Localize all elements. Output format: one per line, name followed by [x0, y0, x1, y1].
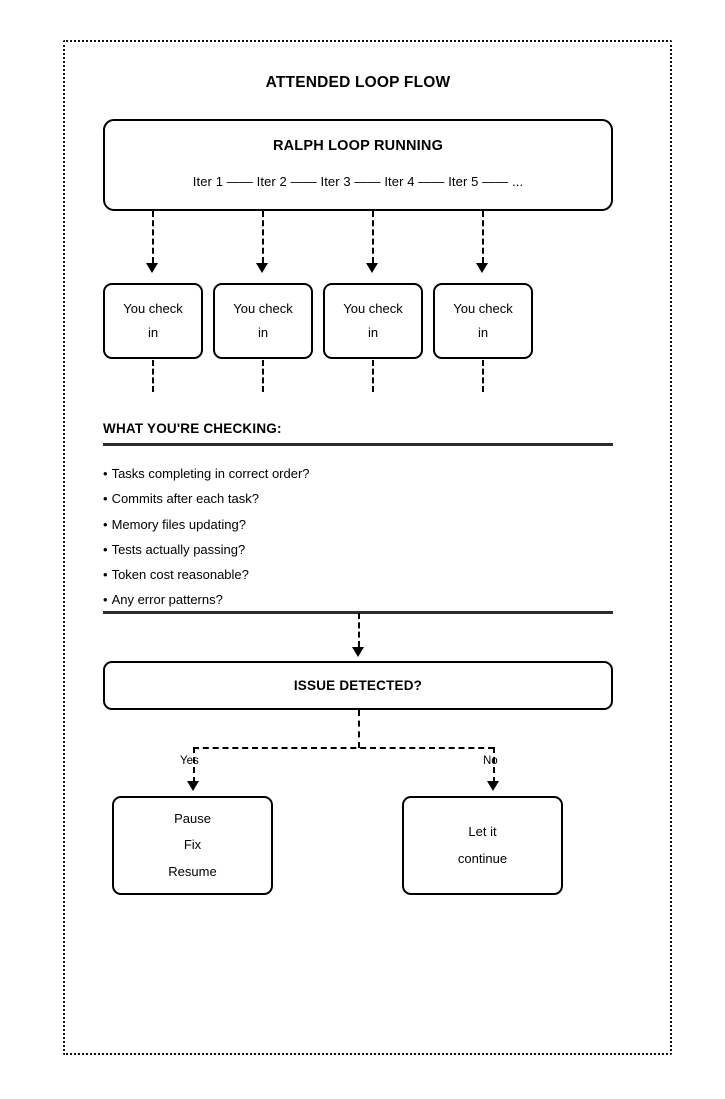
list-item-label: Token cost reasonable?: [111, 567, 249, 583]
connector-decision-no: [493, 747, 495, 783]
check-in-label-line2: in: [147, 325, 159, 340]
arrow-loop-to-check-1: [146, 263, 158, 273]
check-in-label-line2: in: [477, 325, 489, 340]
outcome-line-2: Fix: [183, 837, 202, 853]
checklist-heading: WHAT YOU'RE CHECKING:: [103, 421, 282, 436]
ralph-loop-box: RALPH LOOP RUNNING Iter 1 —— Iter 2 —— I…: [103, 119, 613, 211]
arrow-loop-to-check-2: [256, 263, 268, 273]
connector-checklist-to-decision: [358, 613, 360, 647]
connector-check-3-down: [372, 360, 374, 392]
ralph-loop-iterations: Iter 1 —— Iter 2 —— Iter 3 —— Iter 4 —— …: [192, 174, 524, 189]
outcome-line-1: Let it: [468, 823, 497, 839]
check-in-label-line2: in: [367, 325, 379, 340]
checklist-bottom-rule: [103, 611, 613, 614]
check-in-label-line1: You check: [123, 300, 183, 316]
bullet-glyph: •: [103, 541, 108, 557]
outcome-line-1: Pause: [174, 810, 211, 826]
check-in-box-2: You check in: [213, 283, 313, 359]
check-in-box-3: You check in: [323, 283, 423, 359]
issue-detected-label: ISSUE DETECTED?: [293, 678, 423, 693]
connector-loop-to-check-4: [482, 211, 484, 263]
connector-decision-stem: [358, 710, 360, 748]
list-item: •Token cost reasonable?: [103, 562, 613, 587]
check-in-label-line1: You check: [233, 300, 293, 316]
list-item: •Any error patterns?: [103, 587, 613, 612]
bullet-glyph: •: [103, 466, 108, 481]
check-in-box-4: You check in: [433, 283, 533, 359]
outcome-line-3: Resume: [168, 863, 217, 879]
check-in-label-line1: You check: [343, 300, 403, 316]
connector-loop-to-check-2: [262, 211, 264, 263]
bullet-glyph: •: [103, 567, 108, 583]
list-item: •Tasks completing in correct order?: [103, 461, 613, 486]
outcome-line-2: continue: [457, 850, 508, 866]
arrow-decision-no: [487, 781, 499, 791]
check-in-label-line2: in: [257, 325, 269, 340]
bullet-glyph: •: [103, 516, 108, 532]
outer-dotted-frame: [63, 40, 672, 1055]
arrow-loop-to-check-3: [366, 263, 378, 273]
branch-label-no: No: [483, 755, 498, 767]
list-item: •Commits after each task?: [103, 486, 613, 511]
checklist-top-rule: [103, 443, 613, 446]
connector-loop-to-check-3: [372, 211, 374, 263]
connector-loop-to-check-1: [152, 211, 154, 263]
connector-decision-split: [193, 747, 494, 749]
list-item-label: Commits after each task?: [111, 491, 259, 507]
connector-check-1-down: [152, 360, 154, 392]
bullet-glyph: •: [103, 592, 108, 608]
list-item-label: Memory files updating?: [111, 516, 246, 532]
list-item-label: Tasks completing in correct order?: [111, 466, 310, 481]
check-in-label-line1: You check: [453, 300, 513, 316]
ralph-loop-title: RALPH LOOP RUNNING: [272, 138, 444, 154]
list-item-label: Tests actually passing?: [111, 541, 246, 557]
check-in-box-1: You check in: [103, 283, 203, 359]
arrow-decision-yes: [187, 781, 199, 791]
outcome-box-let-it-continue: Let it continue: [402, 796, 563, 895]
arrow-checklist-to-decision: [352, 647, 364, 657]
connector-decision-yes: [193, 747, 195, 783]
connector-check-2-down: [262, 360, 264, 392]
list-item: •Memory files updating?: [103, 512, 613, 537]
connector-check-4-down: [482, 360, 484, 392]
list-item: •Tests actually passing?: [103, 537, 613, 562]
arrow-loop-to-check-4: [476, 263, 488, 273]
issue-detected-box: ISSUE DETECTED?: [103, 661, 613, 710]
branch-label-yes: Yes: [180, 755, 199, 767]
checklist: •Tasks completing in correct order? •Com…: [103, 461, 613, 613]
page-title: ATTENDED LOOP FLOW: [265, 74, 451, 91]
list-item-label: Any error patterns?: [111, 592, 223, 608]
bullet-glyph: •: [103, 491, 108, 507]
outcome-box-pause-fix-resume: Pause Fix Resume: [112, 796, 273, 895]
